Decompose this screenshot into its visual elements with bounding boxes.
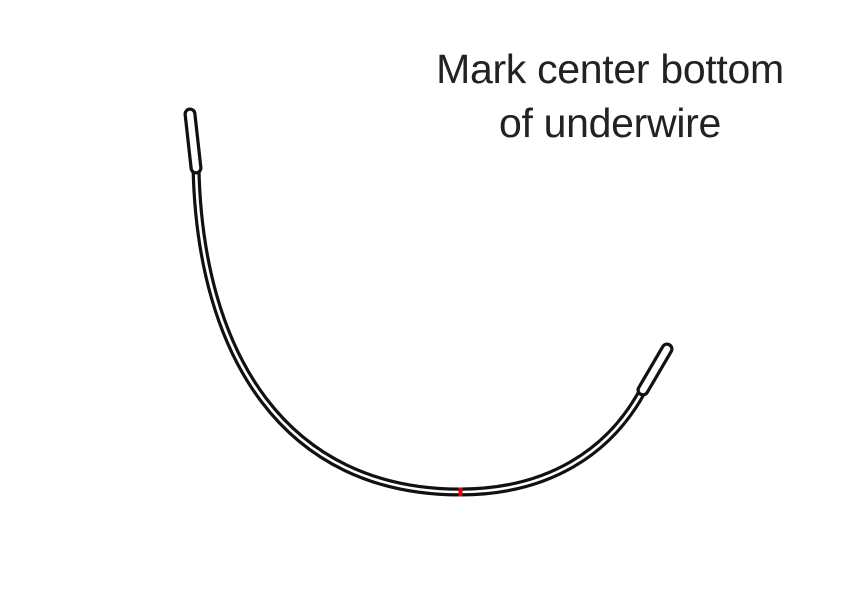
caption-line-1: Mark center bottom [436,46,784,92]
center-bottom-mark [458,487,463,497]
right-wire-tip-core [639,345,671,394]
underwire-wire-core [194,166,645,494]
caption-line-2: of underwire [498,100,722,146]
underwire-wire-outline [191,163,648,497]
instruction-caption: Mark center bottom of underwire [395,42,825,150]
left-wire-tip-core [186,110,200,172]
